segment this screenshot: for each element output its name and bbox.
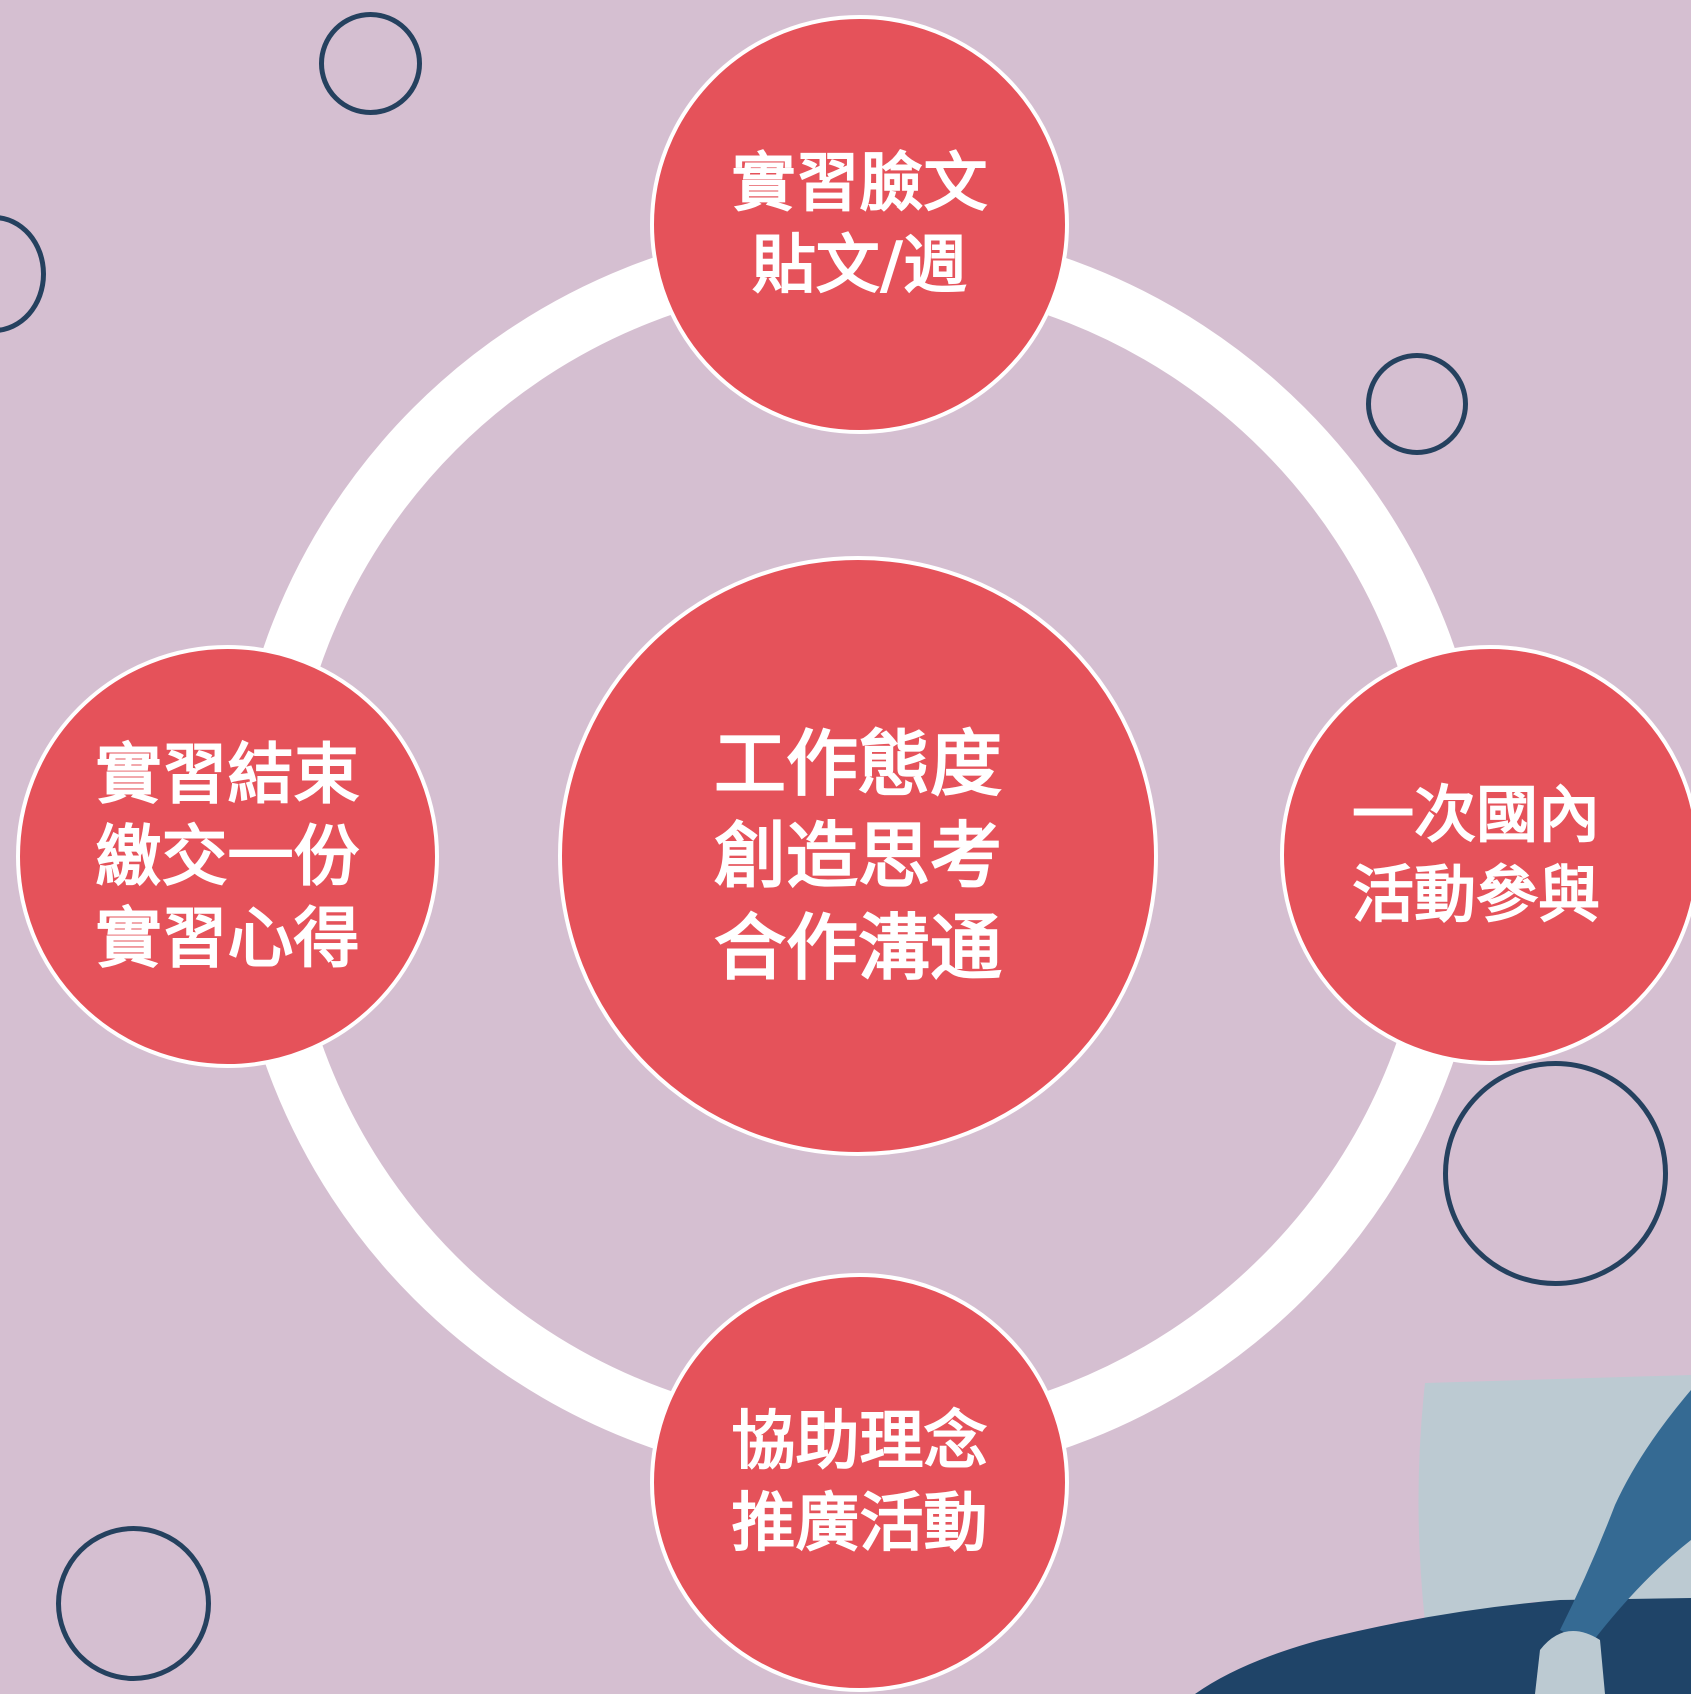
node-right-text: 一次國內 活動參與 xyxy=(1352,775,1600,935)
node-right-line-2: 活動參與 xyxy=(1351,858,1600,931)
node-left: 實習結束 繳交一份 實習心得 xyxy=(16,645,439,1068)
circle-outline-icon xyxy=(1443,1061,1668,1286)
node-top-line-2: 貼文/週 xyxy=(751,228,968,303)
node-center: 工作態度 創造思考 合作溝通 xyxy=(558,556,1158,1156)
node-left-text: 實習結束 繳交一份 實習心得 xyxy=(96,734,360,980)
node-top-line-1: 實習臉文 xyxy=(731,146,988,221)
node-bottom-line-2: 推廣活動 xyxy=(731,1486,988,1561)
node-bottom-text: 協助理念 推廣活動 xyxy=(732,1401,988,1565)
circle-outline-icon xyxy=(319,12,422,115)
node-bottom-line-1: 協助理念 xyxy=(731,1404,988,1479)
node-center-line-2: 創造思考 xyxy=(713,814,1002,898)
circle-outline-icon xyxy=(56,1526,211,1681)
node-left-line-1: 實習結束 xyxy=(95,735,360,813)
jacket-sleeve xyxy=(1560,1390,1691,1645)
person-holding-sign-icon xyxy=(1195,1375,1691,1694)
hand xyxy=(1535,1631,1605,1694)
node-left-line-3: 實習心得 xyxy=(95,899,360,977)
node-right: 一次國內 活動參與 xyxy=(1280,645,1691,1065)
circle-outline-icon xyxy=(0,215,46,333)
node-right-line-1: 一次國內 xyxy=(1351,778,1600,851)
circle-outline-icon xyxy=(1366,353,1468,455)
node-left-line-2: 繳交一份 xyxy=(95,817,360,895)
node-center-line-3: 合作溝通 xyxy=(713,906,1002,990)
node-top-text: 實習臉文 貼文/週 xyxy=(732,143,988,307)
node-center-text: 工作態度 創造思考 合作溝通 xyxy=(714,718,1002,994)
node-center-line-1: 工作態度 xyxy=(713,722,1002,806)
node-bottom: 協助理念 推廣活動 xyxy=(650,1273,1069,1692)
node-top: 實習臉文 貼文/週 xyxy=(650,15,1069,434)
